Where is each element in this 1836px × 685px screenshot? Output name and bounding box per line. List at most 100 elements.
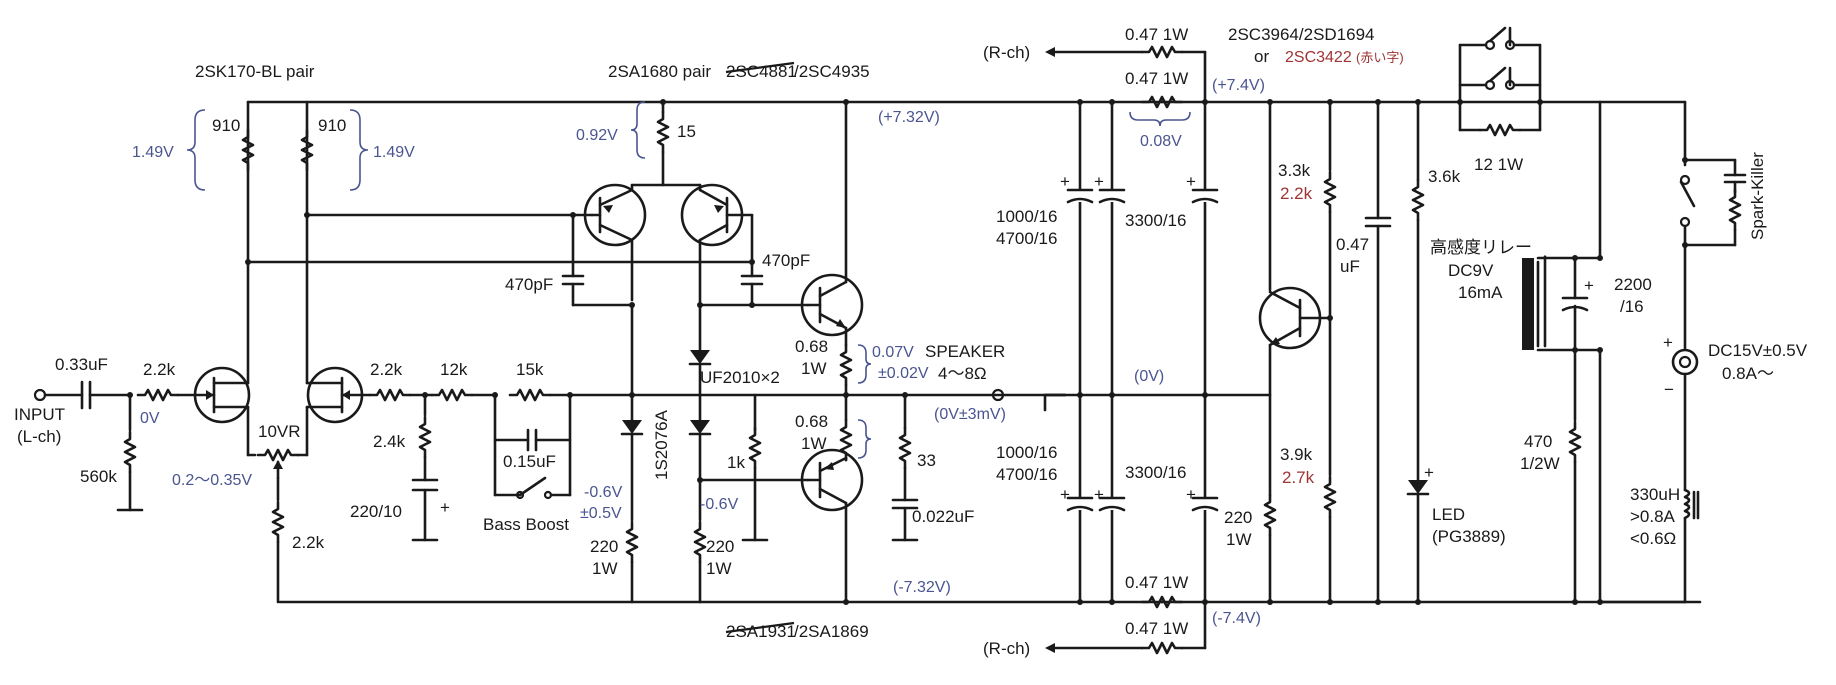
label-bass-boost: Bass Boost — [483, 515, 569, 534]
label-driver-bottom-old: 2SA1931 — [726, 622, 796, 641]
resistor-22k-second — [368, 388, 427, 402]
strike-drivers — [725, 61, 795, 634]
capacitor-220-10 — [411, 478, 439, 542]
label-speaker: SPEAKER — [925, 342, 1005, 361]
label-r22k-input: 2.2k — [143, 360, 176, 379]
label-c4700-top: 4700/16 — [996, 229, 1057, 248]
label-c047-unit: uF — [1340, 257, 1360, 276]
label-r047-top2: 0.47 1W — [1125, 69, 1188, 88]
filter-cap-bank — [1066, 99, 1219, 605]
voltage-vr: 0.2～0.35V — [172, 472, 252, 489]
speaker-terminal — [991, 388, 1005, 402]
label-plus-c1: + — [1060, 172, 1070, 191]
resistor-047-top — [1045, 45, 1207, 109]
voltage-149-left: 1.49V — [132, 144, 174, 161]
dc-input-jack — [1671, 348, 1699, 492]
label-jfet-pair: 2SK170-BL pair — [195, 62, 315, 81]
label-r047-bot: 0.47 1W — [1125, 573, 1188, 592]
label-relay-current: 16mA — [1458, 283, 1503, 302]
label-r22k-alt: 2.2k — [1280, 184, 1313, 203]
label-r470: 470 — [1524, 432, 1552, 451]
label-r1k: 1k — [727, 453, 745, 472]
label-c3300-top: 3300/16 — [1125, 211, 1186, 230]
relay-contacts — [1457, 26, 1543, 137]
label-led-part: (PG3889) — [1432, 527, 1506, 546]
label-relay-voltage: DC9V — [1448, 261, 1494, 280]
input-capacitor — [80, 380, 132, 410]
npn-output — [800, 99, 864, 347]
inductor-330uh — [1683, 488, 1700, 604]
label-r068-bottom-w: 1W — [801, 434, 827, 453]
voltage-06-left: -0.6V — [584, 484, 623, 501]
bass-boost-network — [492, 392, 573, 500]
voltage-minus-74: (-7.4V) — [1212, 610, 1261, 627]
brace-047 — [1129, 111, 1191, 127]
voltage-minus-732: (-7.32V) — [893, 579, 951, 596]
label-r470-w: 1/2W — [1520, 454, 1560, 473]
label-r220-ps: 220 — [1224, 508, 1252, 527]
label-r39k: 3.9k — [1280, 445, 1313, 464]
brace-910-right — [349, 109, 369, 191]
label-driver-bottom-new: /2SA1869 — [794, 622, 869, 641]
voltage-008: 0.08V — [1140, 133, 1182, 150]
label-plus-c5: + — [1094, 485, 1104, 504]
label-relay: 高感度リレー — [1430, 238, 1532, 257]
resistor-220-right — [693, 520, 707, 604]
capacitor-470pf-left — [561, 212, 634, 307]
label-plus-c6: + — [1186, 485, 1196, 504]
label-c220: 220/10 — [350, 502, 402, 521]
pnp-output — [800, 448, 864, 605]
label-r33k: 3.3k — [1278, 161, 1311, 180]
regulator-transistor — [1258, 99, 1332, 605]
resistor-1k — [741, 393, 769, 542]
label-spark-killer: Spark-Killer — [1748, 152, 1767, 240]
voltage-06-right: -0.6V — [700, 496, 739, 513]
label-inductor-dcr: <0.6Ω — [1630, 529, 1676, 548]
label-reg-alt: 2SC3422 — [1285, 49, 1352, 66]
label-dc-current: 0.8A～ — [1722, 364, 1774, 383]
label-c047: 0.47 — [1336, 235, 1369, 254]
label-r220-right: 220 — [706, 537, 734, 556]
label-r220-ps-w: 1W — [1226, 530, 1252, 549]
capacitor-2200 — [1561, 255, 1589, 353]
voltage-149-right: 1.49V — [373, 144, 415, 161]
label-plus-c3: + — [1186, 172, 1196, 191]
label-plus-c220: + — [440, 498, 450, 517]
label-c1000-top: 1000/16 — [996, 207, 1057, 226]
diode-1s2076a — [620, 392, 644, 522]
label-r36k: 3.6k — [1428, 167, 1461, 186]
led-indicator — [1406, 99, 1430, 605]
label-c4700-bottom: 4700/16 — [996, 465, 1057, 484]
label-pnp-pair: 2SA1680 pair — [608, 62, 711, 81]
label-plus-c2: + — [1094, 172, 1104, 191]
label-r910-right: 910 — [318, 116, 346, 135]
label-reg-or: or — [1254, 47, 1269, 66]
pnp-right — [680, 183, 754, 307]
resistor-068-top — [839, 343, 853, 422]
label-diode-1s2076a: 1S2076A — [652, 409, 671, 480]
label-driver-top-old: 2SC4881 — [726, 62, 797, 81]
label-r220-right-w: 1W — [706, 559, 732, 578]
label-c1000-bottom: 1000/16 — [996, 443, 1057, 462]
label-r220-left: 220 — [590, 537, 618, 556]
resistor-047-bottom — [1045, 595, 1207, 655]
component-labels: 2SK170-BL pair 2SA1680 pair 2SC4881 /2SC… — [14, 25, 1808, 658]
label-c470-left: 470pF — [505, 275, 553, 294]
label-c033: 0.33uF — [55, 355, 108, 374]
label-speaker-impedance: 4～8Ω — [938, 364, 987, 383]
voltage-output: (0V±3mV) — [934, 406, 1006, 423]
voltage-bias-tol: ±0.02V — [878, 365, 929, 382]
input-resistor-22k — [136, 388, 197, 402]
voltage-plus-732: (+7.32V) — [878, 109, 940, 126]
label-diode-uf2010: UF2010×2 — [700, 368, 780, 387]
label-r560k: 560k — [80, 467, 117, 486]
label-c015: 0.15uF — [503, 452, 556, 471]
label-r068-bottom: 0.68 — [795, 412, 828, 431]
label-r15k: 15k — [516, 360, 544, 379]
label-rch-top: (R-ch) — [983, 43, 1030, 62]
label-r910-left: 910 — [212, 116, 240, 135]
input-terminal — [33, 388, 84, 402]
label-inductor: 330uH — [1630, 485, 1680, 504]
label-c0022: 0.022uF — [912, 507, 974, 526]
label-r22k-second: 2.2k — [370, 360, 403, 379]
